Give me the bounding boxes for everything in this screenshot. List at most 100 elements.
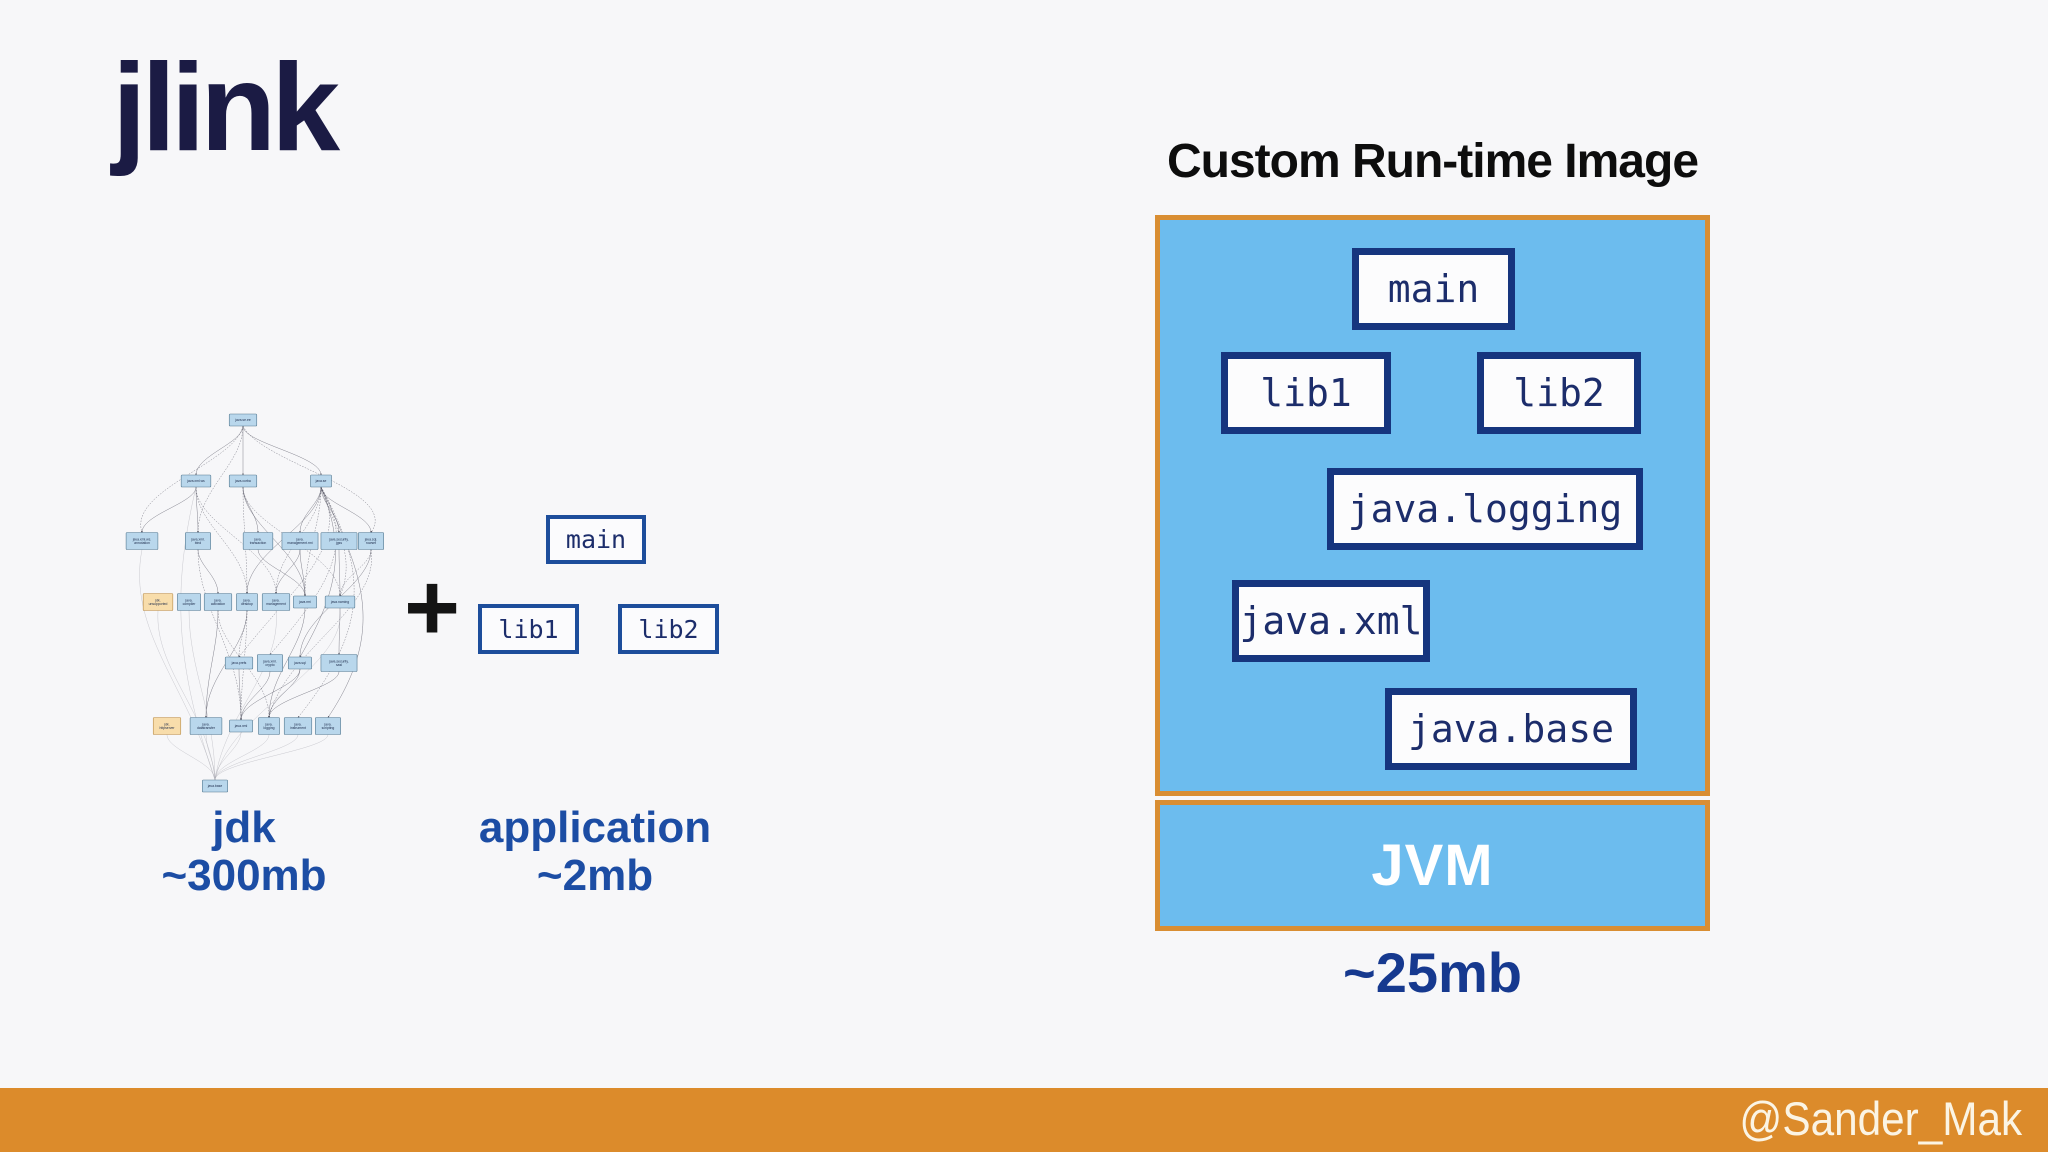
- graph-edge: [338, 607, 341, 655]
- jvm-label: JVM: [1371, 833, 1494, 898]
- graph-node-java.compiler: [177, 593, 201, 611]
- jdk-size: ~300mb: [161, 851, 327, 901]
- graph-edge: [214, 731, 242, 781]
- graph-node-java.se: [310, 474, 332, 488]
- graph-edge: [240, 668, 301, 721]
- graph-edge: [268, 549, 372, 718]
- app-module-main: main: [546, 515, 646, 564]
- graph-node-java.activation: [203, 593, 233, 611]
- graph-node-label: java.scripting: [322, 722, 335, 730]
- graph-node-label: jdk.unsupported: [149, 598, 168, 606]
- graph-node-label: java.xml.crypto: [262, 659, 276, 667]
- graph-node-java.instrument: [283, 717, 313, 735]
- graph-edge: [139, 549, 216, 781]
- graph-node-java.xml.ws: [180, 474, 212, 488]
- graph-edge: [320, 486, 372, 533]
- graph-edge: [257, 549, 306, 597]
- graph-edge: [214, 610, 277, 781]
- graph-node-label: java.naming: [330, 600, 349, 604]
- graph-node-java.management.rmi: [281, 532, 319, 550]
- app-module-lib2: lib2: [618, 604, 719, 654]
- graph-edge: [242, 486, 259, 533]
- graph-edge: [238, 610, 248, 658]
- app-module-lib2-label: lib2: [638, 614, 699, 644]
- graph-edge: [205, 610, 219, 718]
- jdk-size-label: jdk ~300mb: [116, 803, 372, 901]
- runtime-module-main: main: [1352, 248, 1515, 330]
- graph-edge: [269, 486, 337, 655]
- graph-edge: [180, 486, 216, 781]
- graph-edge: [320, 486, 340, 533]
- graph-node-label: java.datatransfer: [197, 722, 216, 730]
- graph-node-java.xml.bind: [185, 532, 211, 550]
- graph-edge: [197, 549, 219, 594]
- plus-icon: +: [404, 554, 461, 661]
- twitter-handle: @Sander_Mak: [1739, 1092, 2022, 1145]
- runtime-module-lib1: lib1: [1221, 352, 1391, 434]
- runtime-module-java-base: java.base: [1385, 688, 1637, 770]
- runtime-module-lib2-label: lib2: [1513, 371, 1605, 415]
- graph-node-label: java.security.sasl: [328, 659, 349, 667]
- graph-edge: [141, 486, 197, 533]
- runtime-module-java-base-label: java.base: [1408, 707, 1614, 751]
- graph-node-label: java.transaction: [250, 537, 267, 545]
- graph-edge: [299, 486, 336, 658]
- graph-edge: [214, 734, 299, 781]
- app-module-lib1: lib1: [478, 604, 579, 654]
- graph-node-label: java.xml.bind: [190, 537, 204, 545]
- application-name: application: [478, 803, 712, 852]
- graph-node-label: java.sql: [293, 661, 306, 665]
- app-module-lib1-label: lib1: [498, 614, 559, 644]
- jdk-name: jdk: [212, 803, 276, 852]
- graph-edge: [268, 668, 301, 718]
- graph-node-label: java.compiler: [183, 598, 197, 606]
- graph-node-java.rmi: [293, 595, 317, 609]
- graph-edge: [205, 734, 216, 781]
- graph-edge: [197, 549, 242, 721]
- jvm-panel: JVM: [1155, 800, 1710, 931]
- graph-node-java.base: [202, 779, 228, 793]
- app-module-main-label: main: [565, 525, 627, 554]
- runtime-module-java-xml-label: java.xml: [1239, 599, 1423, 643]
- graph-edge: [268, 607, 306, 718]
- graph-edge: [238, 486, 330, 658]
- graph-node-label: java.base: [207, 784, 223, 788]
- graph-node-java.se.ee: [228, 413, 258, 427]
- application-size-label: application ~2mb: [448, 803, 742, 901]
- graph-node-jdk.unsupported: [142, 593, 174, 611]
- graph-node-java.sql.rowset: [358, 532, 384, 550]
- runtime-image-size: ~25mb: [1343, 941, 1522, 1004]
- graph-node-label: java.xml.ws.annotation: [132, 537, 152, 545]
- graph-node-java.desktop: [236, 593, 258, 611]
- graph-edge: [214, 734, 270, 781]
- graph-edge: [268, 671, 340, 718]
- runtime-module-java-logging: java.logging: [1327, 468, 1643, 550]
- graph-edge: [242, 425, 376, 533]
- graph-edge: [195, 486, 248, 594]
- graph-edge: [338, 549, 341, 597]
- graph-node-java.security.jgss: [320, 532, 358, 550]
- graph-edge: [214, 607, 341, 781]
- graph-node-label: java.activation: [211, 598, 225, 606]
- graph-node-java.sql: [288, 656, 312, 670]
- graph-node-java.xml.crypto: [257, 654, 283, 672]
- graph-edge: [339, 549, 372, 597]
- graph-node-label: jdk.httpserver: [159, 722, 175, 730]
- graph-edge: [320, 486, 364, 718]
- runtime-module-java-xml: java.xml: [1232, 580, 1430, 662]
- runtime-module-java-logging-label: java.logging: [1347, 487, 1623, 531]
- graph-node-jdk.httpserver: [152, 717, 182, 735]
- graph-node-label: java.rmi: [298, 600, 311, 604]
- graph-edge: [275, 549, 301, 594]
- graph-node-label: java.management: [266, 598, 286, 606]
- graph-node-label: java.se.ee: [234, 418, 251, 422]
- graph-node-java.prefs: [224, 656, 254, 670]
- graph-node-java.corba: [228, 474, 258, 488]
- graph-node-label: java.logging: [264, 722, 275, 730]
- footer-bar: @Sander_Mak: [0, 1088, 2048, 1152]
- runtime-image-heading: Custom Run-time Image: [1166, 135, 1699, 188]
- graph-node-label: java.xml: [234, 724, 248, 728]
- graph-node-label: java.xml.ws: [186, 479, 205, 483]
- page-title: jlink: [112, 39, 340, 177]
